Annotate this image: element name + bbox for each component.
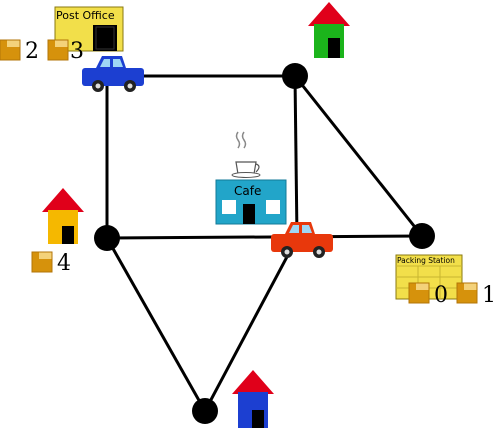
green-house[interactable]	[308, 2, 350, 58]
packing-station-label: Packing Station	[397, 256, 455, 265]
package-0-label: 0	[434, 283, 448, 308]
package-icon	[408, 282, 430, 304]
road-ne-east	[293, 75, 424, 237]
package-1-label: 1	[482, 283, 496, 308]
road-center-south	[203, 237, 299, 412]
road-w-south	[105, 237, 207, 412]
package-icon	[456, 282, 478, 304]
road-network	[105, 74, 424, 412]
road-nodes	[94, 63, 435, 424]
cafe[interactable]: Cafe	[215, 131, 287, 225]
package-1[interactable]: 1	[456, 282, 496, 308]
coffee-cup-icon	[231, 131, 261, 178]
post-office[interactable]: Post Office	[54, 6, 124, 52]
node-w[interactable]	[94, 225, 120, 251]
package-0[interactable]: 0	[408, 282, 448, 308]
package-4[interactable]: 4	[31, 251, 71, 276]
cafe-label: Cafe	[234, 184, 261, 198]
package-3[interactable]: 3	[47, 39, 84, 64]
package-icon	[0, 39, 21, 61]
package-2[interactable]: 2	[0, 39, 39, 64]
red-truck[interactable]	[271, 222, 333, 258]
package-icon	[31, 251, 53, 273]
node-east[interactable]	[409, 223, 435, 249]
package-2-label: 2	[25, 39, 39, 64]
post-office-label: Post Office	[56, 9, 115, 22]
node-ne[interactable]	[282, 63, 308, 89]
package-3-label: 3	[70, 39, 84, 64]
package-icon	[47, 39, 69, 61]
blue-house[interactable]	[232, 370, 274, 428]
road-ne-center	[293, 75, 299, 239]
road-w-east	[106, 234, 423, 240]
yellow-house[interactable]	[42, 188, 84, 244]
blue-truck[interactable]	[82, 56, 144, 92]
package-4-label: 4	[57, 251, 71, 276]
node-south[interactable]	[192, 398, 218, 424]
